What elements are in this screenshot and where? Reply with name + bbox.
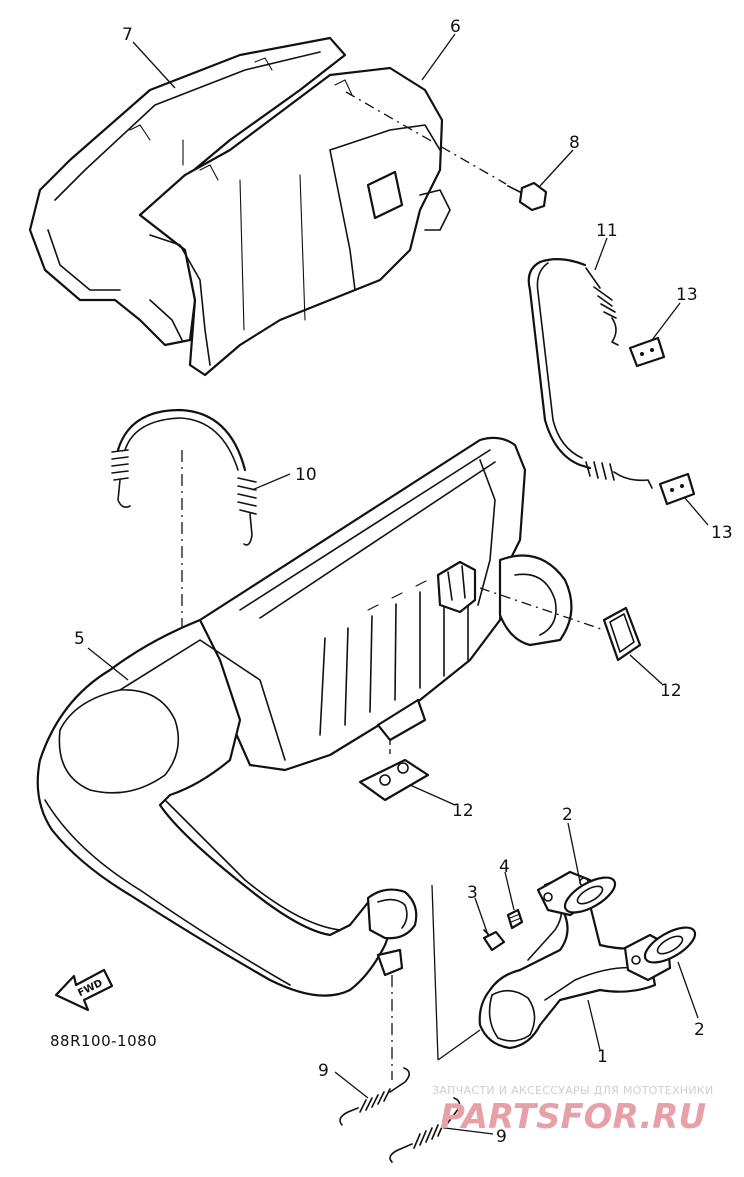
fwd-arrow-icon: FWD	[54, 968, 114, 1012]
part-5-muffler	[36, 436, 573, 1080]
callout-labels: 7 6 8 11 13 10 13 5 12 12 2 3 4 2 1 9 9	[74, 17, 733, 1147]
watermark: ЗАПЧАСТИ И АКСЕССУАРЫ ДЛЯ МОТОТЕХНИКИ PA…	[432, 1084, 714, 1137]
part-9-spring-lower	[389, 1097, 461, 1163]
part-10-spring-stay	[111, 408, 257, 665]
callout-1: 1	[597, 1047, 608, 1067]
callout-13-upper: 13	[676, 285, 698, 305]
callout-8: 8	[569, 133, 580, 153]
part-2-gasket-upper	[563, 876, 617, 914]
watermark-brand: PARTSFOR.RU	[440, 1097, 706, 1137]
callout-13-lower: 13	[711, 523, 733, 543]
callout-4: 4	[499, 857, 510, 877]
part-13-clip-lower	[658, 472, 696, 506]
part-4-nut	[506, 908, 524, 930]
part-11-spring-stay	[527, 258, 653, 489]
part-13-clip-upper	[628, 336, 666, 368]
callout-2-lower: 2	[694, 1020, 705, 1040]
leader-lines	[87, 33, 709, 1135]
callout-9-upper: 9	[318, 1061, 329, 1081]
watermark-tagline: ЗАПЧАСТИ И АКСЕССУАРЫ ДЛЯ МОТОТЕХНИКИ	[432, 1084, 714, 1097]
callout-12-lower: 12	[452, 801, 474, 821]
part-12-gasket-rear	[479, 587, 642, 662]
part-6-heat-cover	[138, 66, 451, 377]
callout-7: 7	[122, 25, 133, 45]
callout-12-rear: 12	[660, 681, 682, 701]
part-3-bolt	[482, 929, 506, 952]
callout-2-upper: 2	[562, 805, 573, 825]
part-2-gasket-lower	[643, 926, 697, 964]
callout-6: 6	[450, 17, 461, 37]
part-8-bolt	[345, 91, 548, 212]
callout-3: 3	[467, 883, 478, 903]
callout-5: 5	[74, 629, 85, 649]
part-code: 88R100-1080	[50, 1032, 157, 1050]
callout-10: 10	[295, 465, 317, 485]
callout-9-lower: 9	[496, 1127, 507, 1147]
part-12-gasket-lower	[358, 758, 430, 802]
callout-11: 11	[596, 221, 618, 241]
part-9-spring-upper	[339, 1067, 411, 1126]
